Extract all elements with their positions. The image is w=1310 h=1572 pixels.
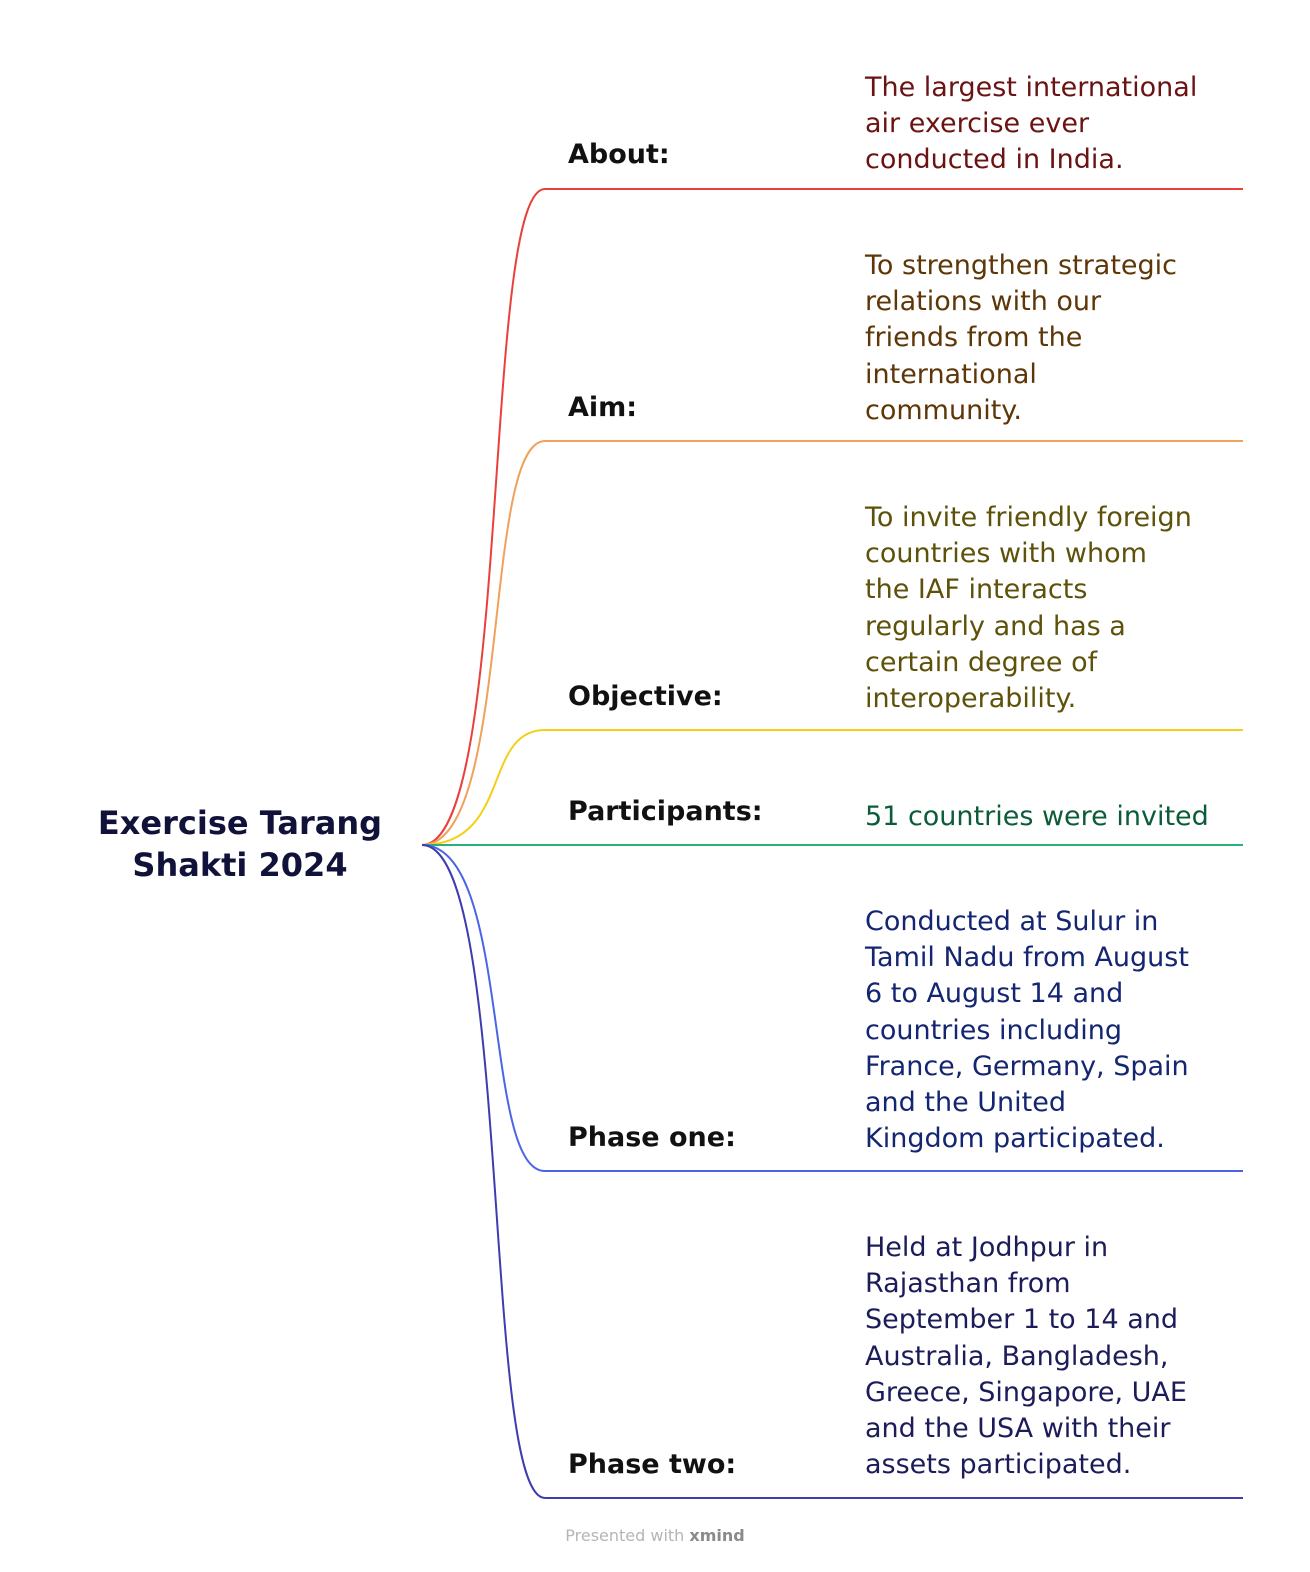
subtopic-about[interactable]: The largest international air exercise e… — [865, 70, 1235, 179]
subtopic-objective-line: To invite friendly foreign — [865, 502, 1192, 533]
subtopic-about-line: conducted in India. — [865, 144, 1124, 176]
connector-objective — [421, 729, 1243, 846]
subtopic-phase-two-line: assets participated. — [865, 1449, 1132, 1481]
topic-objective[interactable]: Objective: — [568, 681, 723, 712]
central-topic-line-2: Shakti 2024 — [132, 846, 348, 884]
subtopic-phase-one-line: Kingdom participated. — [865, 1123, 1165, 1155]
subtopic-objective-line: regularly and has a — [865, 610, 1126, 642]
topic-participants[interactable]: Participants: — [568, 796, 763, 827]
subtopic-phase-two-line: Greece, Singapore, UAE — [865, 1376, 1187, 1408]
subtopic-aim-line: community. — [865, 394, 1022, 426]
subtopic-phase-one-line: 6 to August 14 and — [865, 978, 1124, 1010]
subtopic-objective[interactable]: To invite friendly foreign countries wit… — [865, 500, 1235, 717]
subtopic-about-line: The largest international — [865, 72, 1198, 103]
subtopic-phase-two-line: Held at Jodhpur in — [865, 1232, 1109, 1263]
subtopic-phase-one-line: countries including — [865, 1014, 1123, 1046]
central-topic-line-1: Exercise Tarang — [97, 804, 383, 842]
subtopic-participants[interactable]: 51 countries were invited — [865, 799, 1235, 835]
subtopic-about-line: air exercise ever — [865, 108, 1090, 140]
connector-about — [421, 188, 1243, 846]
subtopic-phase-two-line: Rajasthan from — [865, 1268, 1071, 1300]
subtopic-aim-line: relations with our — [865, 286, 1102, 318]
connector-phase-two — [421, 844, 1243, 1499]
subtopic-phase-two[interactable]: Held at Jodhpur in Rajasthan from Septem… — [865, 1230, 1235, 1483]
subtopic-objective-line: the IAF interacts — [865, 574, 1088, 606]
connector-phase-one — [421, 844, 1243, 1172]
subtopic-phase-one-line: Tamil Nadu from August — [865, 942, 1189, 974]
subtopic-objective-line: certain degree of — [865, 646, 1098, 678]
subtopic-phase-two-line: and the USA with their — [865, 1413, 1171, 1445]
xmind-logo: xmind — [689, 1526, 745, 1545]
subtopic-phase-two-line: September 1 to 14 and — [865, 1304, 1179, 1336]
subtopic-aim-line: international — [865, 358, 1037, 390]
subtopic-phase-two-line: Australia, Bangladesh, — [865, 1340, 1169, 1372]
footer-credit: Presented with xmind — [0, 1526, 1310, 1545]
topic-phase-one[interactable]: Phase one: — [568, 1122, 736, 1153]
subtopic-phase-one[interactable]: Conducted at Sulur in Tamil Nadu from Au… — [865, 904, 1235, 1157]
subtopic-aim-line: friends from the — [865, 322, 1083, 354]
subtopic-phase-one-line: and the United — [865, 1087, 1066, 1119]
topic-aim[interactable]: Aim: — [568, 392, 638, 423]
subtopic-objective-line: interoperability. — [865, 683, 1077, 715]
footer-prefix: Presented with — [565, 1526, 685, 1545]
central-topic[interactable]: Exercise Tarang Shakti 2024 — [80, 802, 400, 886]
topic-phase-two[interactable]: Phase two: — [568, 1449, 737, 1480]
topic-about[interactable]: About: — [568, 139, 670, 170]
subtopic-phase-one-line: France, Germany, Spain — [865, 1050, 1189, 1082]
subtopic-participants-line: 51 countries were invited — [865, 801, 1209, 832]
subtopic-aim-line: To strengthen strategic — [865, 250, 1178, 281]
connector-aim — [421, 440, 1243, 846]
subtopic-objective-line: countries with whom — [865, 538, 1147, 570]
subtopic-phase-one-line: Conducted at Sulur in — [865, 906, 1159, 937]
subtopic-aim[interactable]: To strengthen strategic relations with o… — [865, 248, 1235, 429]
